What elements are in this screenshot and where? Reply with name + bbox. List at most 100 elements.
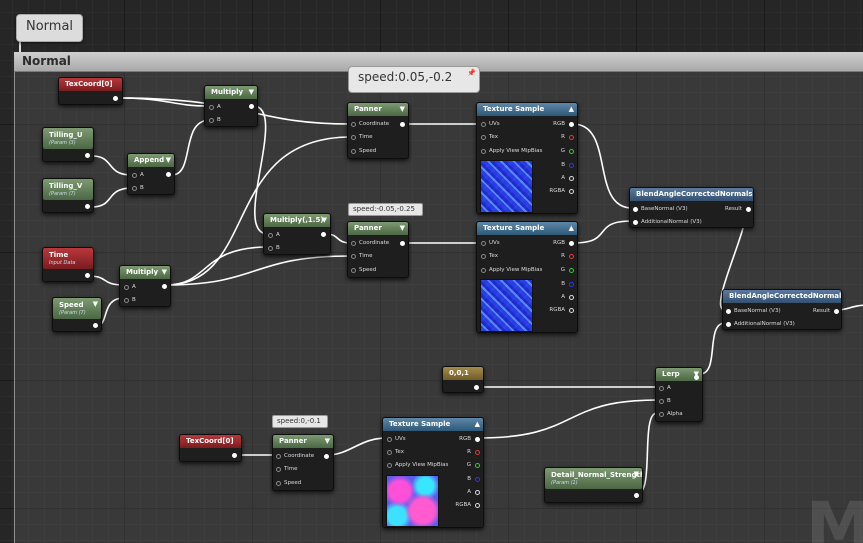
collapse-arrow-icon[interactable]: ▼: [92, 300, 98, 308]
output-pin-a[interactable]: A: [561, 175, 574, 182]
texture-sample-node-2[interactable]: Texture Sample▲ UVs Tex Apply View MipBi…: [476, 221, 578, 333]
output-pin-b[interactable]: B: [561, 162, 574, 169]
input-pin-b[interactable]: B: [209, 117, 221, 124]
input-pin-time[interactable]: Time: [276, 466, 297, 473]
collapse-arrow-icon[interactable]: ▼: [165, 156, 171, 164]
output-pin-a[interactable]: A: [561, 294, 574, 301]
output-pin-g[interactable]: G: [467, 462, 480, 469]
comment-bubble[interactable]: Normal: [16, 14, 83, 42]
texture-sample-node-3[interactable]: Texture Sample▲ UVs Tex Apply View MipBi…: [382, 417, 484, 528]
output-pin-r[interactable]: R: [561, 134, 574, 141]
collapse-arrow-icon[interactable]: ▲: [568, 105, 574, 113]
panner-node-3[interactable]: Panner▼ Coordinate Time Speed: [272, 434, 334, 491]
output-pin[interactable]: [400, 241, 405, 246]
input-pin-speed[interactable]: Speed: [276, 480, 301, 487]
param-node-tilling-v[interactable]: Tilling_V (Param (7): [42, 178, 94, 213]
param-node-speed[interactable]: Speed▼ (Param (7): [52, 297, 102, 332]
panner-comment-bubble-2[interactable]: speed:-0.05,-0.25: [348, 203, 423, 216]
output-pin-rgb[interactable]: RGB: [553, 240, 574, 247]
output-pin[interactable]: [321, 232, 326, 237]
output-pin-r[interactable]: R: [467, 449, 480, 456]
collapse-arrow-icon[interactable]: ▼: [633, 470, 639, 478]
output-pin[interactable]: [85, 204, 90, 209]
input-pin-b[interactable]: B: [124, 297, 136, 304]
input-pin-mipbias[interactable]: Apply View MipBias: [481, 267, 542, 274]
output-pin-rgba[interactable]: RGBA: [455, 502, 480, 509]
panner-comment-bubble-1[interactable]: speed:0.05,-0.2 📌: [348, 66, 480, 93]
multiply-node-mid[interactable]: Multiply▼ A B: [119, 265, 171, 307]
output-pin-rgb[interactable]: RGB: [553, 121, 574, 128]
texcoord-node-top[interactable]: TexCoord[0]: [58, 77, 123, 105]
constant-vector-node[interactable]: 0,0,1: [442, 366, 484, 393]
input-pin-tex[interactable]: Tex: [481, 134, 498, 141]
input-pin-additional-normal[interactable]: AdditionalNormal (V3): [633, 219, 702, 226]
input-pin-coordinate[interactable]: Coordinate: [351, 121, 389, 128]
input-pin-speed[interactable]: Speed: [351, 267, 376, 274]
panner-comment-bubble-3[interactable]: speed:0,-0.1: [272, 415, 328, 428]
collapse-arrow-icon[interactable]: ▼: [324, 437, 330, 445]
input-pin-a[interactable]: A: [659, 385, 671, 392]
output-pin[interactable]: [85, 273, 90, 278]
output-pin[interactable]: [162, 284, 167, 289]
output-pin-result[interactable]: Result: [725, 206, 751, 213]
panner-node-2[interactable]: Panner▼ Coordinate Time Speed: [347, 221, 409, 278]
collapse-arrow-icon[interactable]: ▲: [474, 420, 480, 428]
input-pin-mipbias[interactable]: Apply View MipBias: [481, 148, 542, 155]
output-pin-b[interactable]: B: [561, 281, 574, 288]
output-pin-rgb[interactable]: RGB: [459, 436, 480, 443]
output-pin[interactable]: [474, 385, 479, 390]
collapse-arrow-icon[interactable]: ▼: [161, 268, 167, 276]
collapse-arrow-icon[interactable]: ▲: [568, 224, 574, 232]
input-pin-base-normal[interactable]: BaseNormal (V3): [633, 206, 688, 213]
multiply-node-top[interactable]: Multiply▼ A B: [204, 85, 258, 127]
panner-node-1[interactable]: Panner▼ Coordinate Time Speed: [347, 102, 409, 159]
input-pin-time[interactable]: Time: [351, 134, 372, 141]
blend-normals-node-2[interactable]: BlendAngleCorrectedNormals BaseNormal (V…: [722, 289, 842, 330]
param-node-tilling-u[interactable]: Tilling_U (Param (3): [42, 127, 94, 162]
output-pin[interactable]: [400, 122, 405, 127]
collapse-arrow-icon[interactable]: ▼: [399, 224, 405, 232]
output-pin-rgba[interactable]: RGBA: [549, 188, 574, 195]
collapse-arrow-icon[interactable]: ▼: [399, 105, 405, 113]
collapse-arrow-icon[interactable]: ▼: [321, 216, 327, 224]
input-pin-coordinate[interactable]: Coordinate: [351, 240, 389, 247]
input-pin-a[interactable]: A: [124, 284, 136, 291]
output-pin-g[interactable]: G: [561, 148, 574, 155]
input-pin-a[interactable]: A: [268, 232, 280, 239]
input-pin-b[interactable]: B: [268, 245, 280, 252]
output-pin[interactable]: [93, 323, 98, 328]
texture-sample-node-1[interactable]: Texture Sample▲ UVs Tex Apply View MipBi…: [476, 102, 578, 214]
output-pin[interactable]: [113, 96, 118, 101]
input-pin-base-normal[interactable]: BaseNormal (V3): [726, 308, 781, 315]
input-pin-time[interactable]: Time: [351, 253, 372, 260]
pin-icon[interactable]: 📌: [467, 69, 476, 77]
output-pin[interactable]: [634, 493, 639, 498]
lerp-node[interactable]: Lerp▼ A B Alpha: [655, 367, 703, 422]
input-pin-coordinate[interactable]: Coordinate: [276, 453, 314, 460]
input-pin-b[interactable]: B: [132, 185, 144, 192]
append-node[interactable]: Append▼ A B: [127, 153, 175, 195]
input-pin-uvs[interactable]: UVs: [387, 436, 406, 443]
input-pin-uvs[interactable]: UVs: [481, 240, 500, 247]
param-node-detail-normal-strength[interactable]: Detail_Normal_Strength▼ (Param (1): [544, 467, 643, 503]
input-pin-b[interactable]: B: [659, 398, 671, 405]
input-pin-tex[interactable]: Tex: [387, 449, 404, 456]
output-pin[interactable]: [694, 375, 699, 380]
texcoord-node-bottom[interactable]: TexCoord[0]: [179, 434, 242, 462]
output-pin[interactable]: [85, 153, 90, 158]
output-pin-r[interactable]: R: [561, 253, 574, 260]
output-pin-g[interactable]: G: [561, 267, 574, 274]
collapse-arrow-icon[interactable]: ▼: [248, 88, 254, 96]
output-pin-rgba[interactable]: RGBA: [549, 307, 574, 314]
input-pin-a[interactable]: A: [209, 104, 221, 111]
input-pin-uvs[interactable]: UVs: [481, 121, 500, 128]
input-pin-tex[interactable]: Tex: [481, 253, 498, 260]
input-pin-additional-normal[interactable]: AdditionalNormal (V3): [726, 321, 795, 328]
multiply-node-1-5[interactable]: Multiply(,1.5)▼ A B: [263, 213, 331, 255]
output-pin[interactable]: [232, 453, 237, 458]
input-node-time[interactable]: Time Input Data: [42, 247, 94, 282]
output-pin-result[interactable]: Result: [813, 308, 839, 315]
output-pin-a[interactable]: A: [467, 489, 480, 496]
output-pin[interactable]: [166, 172, 171, 177]
output-pin[interactable]: [324, 454, 329, 459]
